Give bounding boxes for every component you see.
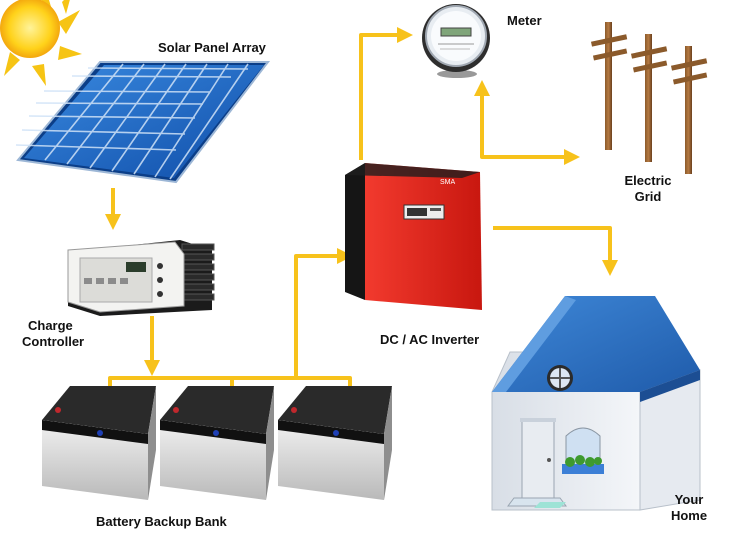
battery-1-icon: [42, 386, 156, 500]
charge-controller-icon: [67, 240, 215, 316]
arrow-meter-to-grid: [480, 92, 580, 165]
meter-label: Meter: [507, 13, 542, 28]
charge-controller-label-line2: Controller: [22, 334, 85, 349]
electric-grid-label-line2: Grid: [634, 189, 662, 204]
arrow-inverter-to-home: [493, 226, 618, 276]
home-label-line2: Home: [670, 508, 708, 523]
inverter-icon: SMA: [345, 163, 482, 310]
home-label-line1: Your: [674, 492, 704, 507]
meter-icon: [422, 4, 490, 78]
utility-poles-icon: [590, 22, 708, 174]
electric-grid-label: Electric Grid: [618, 173, 678, 205]
arrow-inverter-to-meter: [359, 27, 413, 160]
battery-bank-icon: [42, 386, 392, 500]
arrow-battery-to-inverter: [294, 248, 353, 378]
battery-3-icon: [278, 386, 392, 500]
battery-bank-label: Battery Backup Bank: [96, 514, 227, 529]
inverter-label: DC / AC Inverter: [380, 332, 480, 347]
charge-controller-label: Charge Controller: [22, 318, 84, 350]
battery-2-icon: [160, 386, 274, 500]
solar-panel-icon: [15, 61, 271, 184]
house-icon: [491, 296, 701, 511]
sun-icon: [0, 0, 82, 86]
electric-grid-label-line1: Electric: [624, 173, 672, 188]
home-label: Your Home: [664, 492, 714, 524]
connection-wires: [105, 27, 618, 410]
svg-text:SMA: SMA: [440, 179, 456, 186]
solar-panel-label: Solar Panel Array: [158, 40, 266, 55]
charge-controller-label-line1: Charge: [28, 318, 73, 333]
